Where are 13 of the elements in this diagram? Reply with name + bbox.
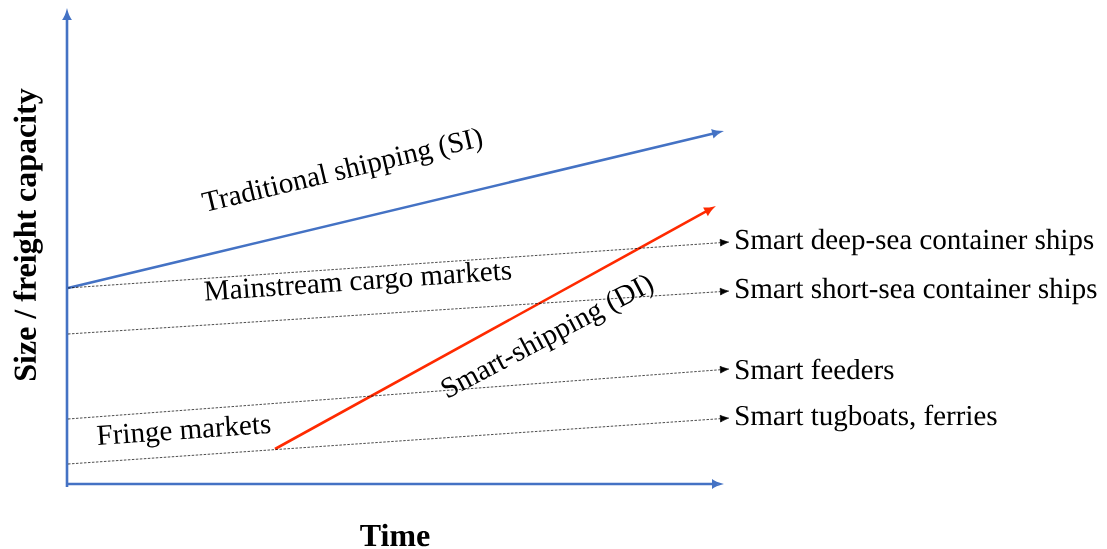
line-label: Traditional shipping (SI)	[200, 127, 483, 211]
dashed-arrow	[67, 414, 729, 465]
category-label: Smart deep-sea container ships	[736, 228, 1094, 256]
dashed-arrow	[67, 287, 729, 335]
axis-title: Time	[360, 523, 430, 547]
region-label: Mainstream cargo markets	[204, 262, 512, 301]
region-label: Fringe markets	[96, 415, 271, 448]
dashed-arrow	[67, 366, 729, 420]
category-label: Smart feeders	[736, 358, 894, 380]
axis-title: Size / freight capacity	[13, 88, 43, 381]
dashed-arrow	[67, 238, 729, 289]
category-label: Smart tugboats, ferries	[736, 404, 997, 432]
category-label: Smart short-sea container ships	[736, 277, 1097, 305]
